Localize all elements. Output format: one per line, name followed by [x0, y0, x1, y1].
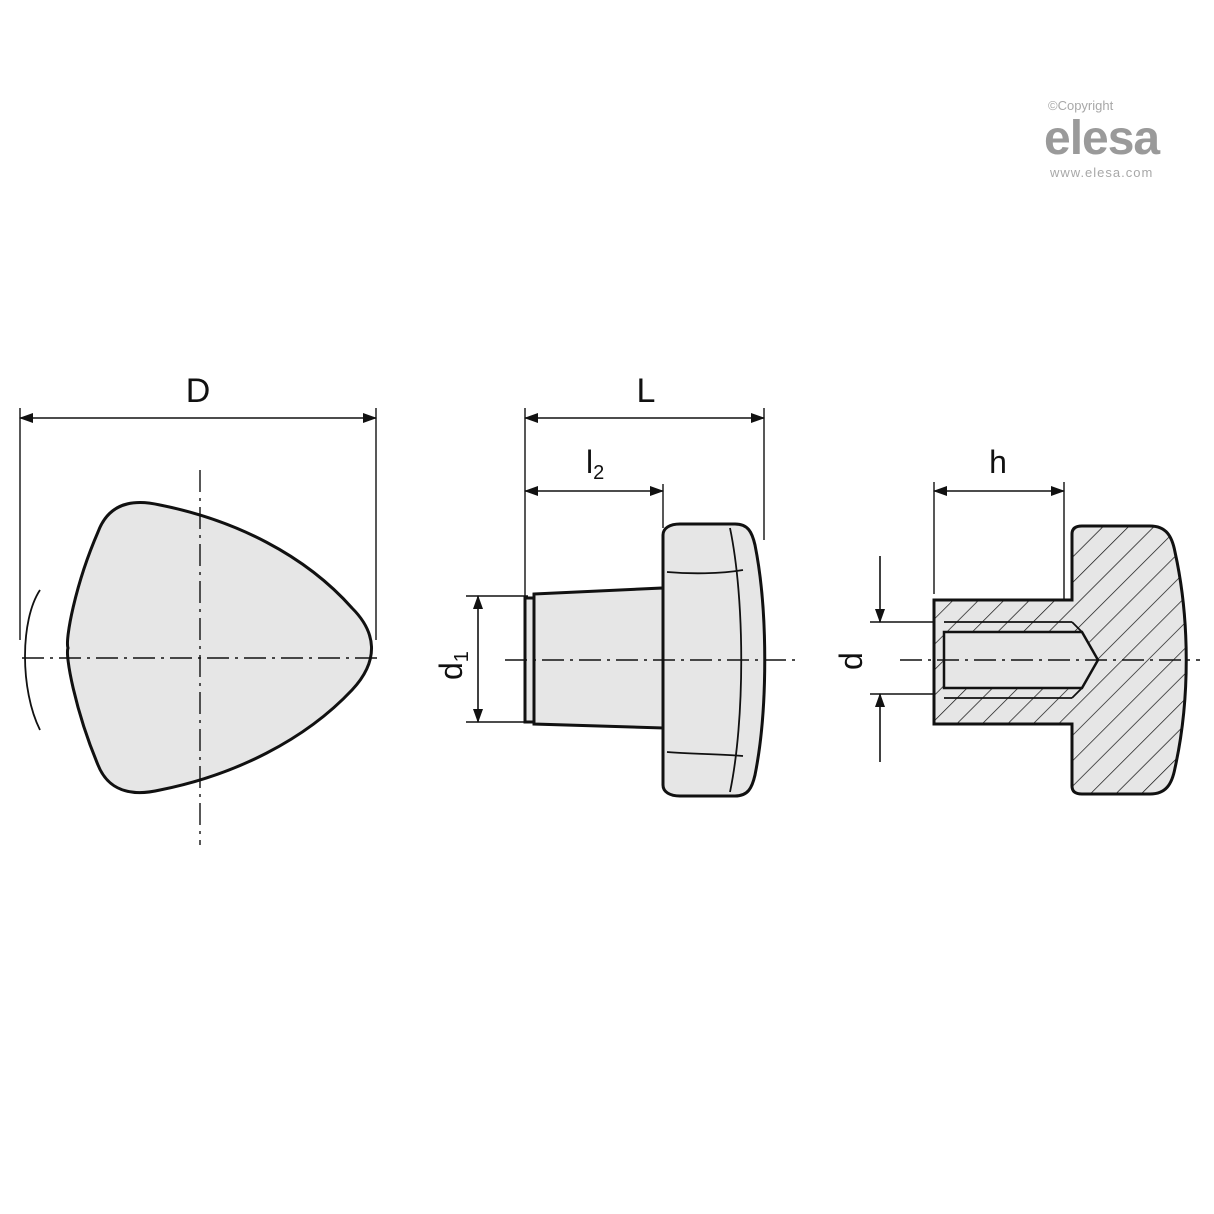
- copyright-text: ©Copyright: [1048, 98, 1114, 113]
- website-text: www.elesa.com: [1050, 165, 1154, 180]
- brand-block: ©Copyright elesa www.elesa.com: [1044, 98, 1204, 180]
- label-l2-sub: 2: [593, 462, 604, 484]
- thread-end-top: [1071, 621, 1083, 633]
- section-view: h d: [833, 444, 1200, 796]
- label-l2: l2: [586, 444, 604, 484]
- thread-end-bottom: [1071, 687, 1083, 699]
- label-D: D: [186, 372, 211, 410]
- label-d1: d1: [433, 651, 473, 680]
- shaft-outline: [532, 586, 665, 730]
- knob-front-outline: [66, 501, 373, 795]
- label-d1-sub: 1: [451, 651, 473, 662]
- label-h: h: [989, 444, 1007, 480]
- label-L: L: [637, 372, 656, 410]
- front-view: D: [19, 372, 382, 845]
- outer-arc: [24, 589, 41, 731]
- label-l2-main: l: [586, 444, 593, 480]
- side-view: L l2 d1: [433, 372, 800, 798]
- label-d: d: [833, 652, 869, 670]
- elesa-logo: elesa: [1044, 112, 1160, 165]
- label-d1-main: d: [433, 662, 469, 680]
